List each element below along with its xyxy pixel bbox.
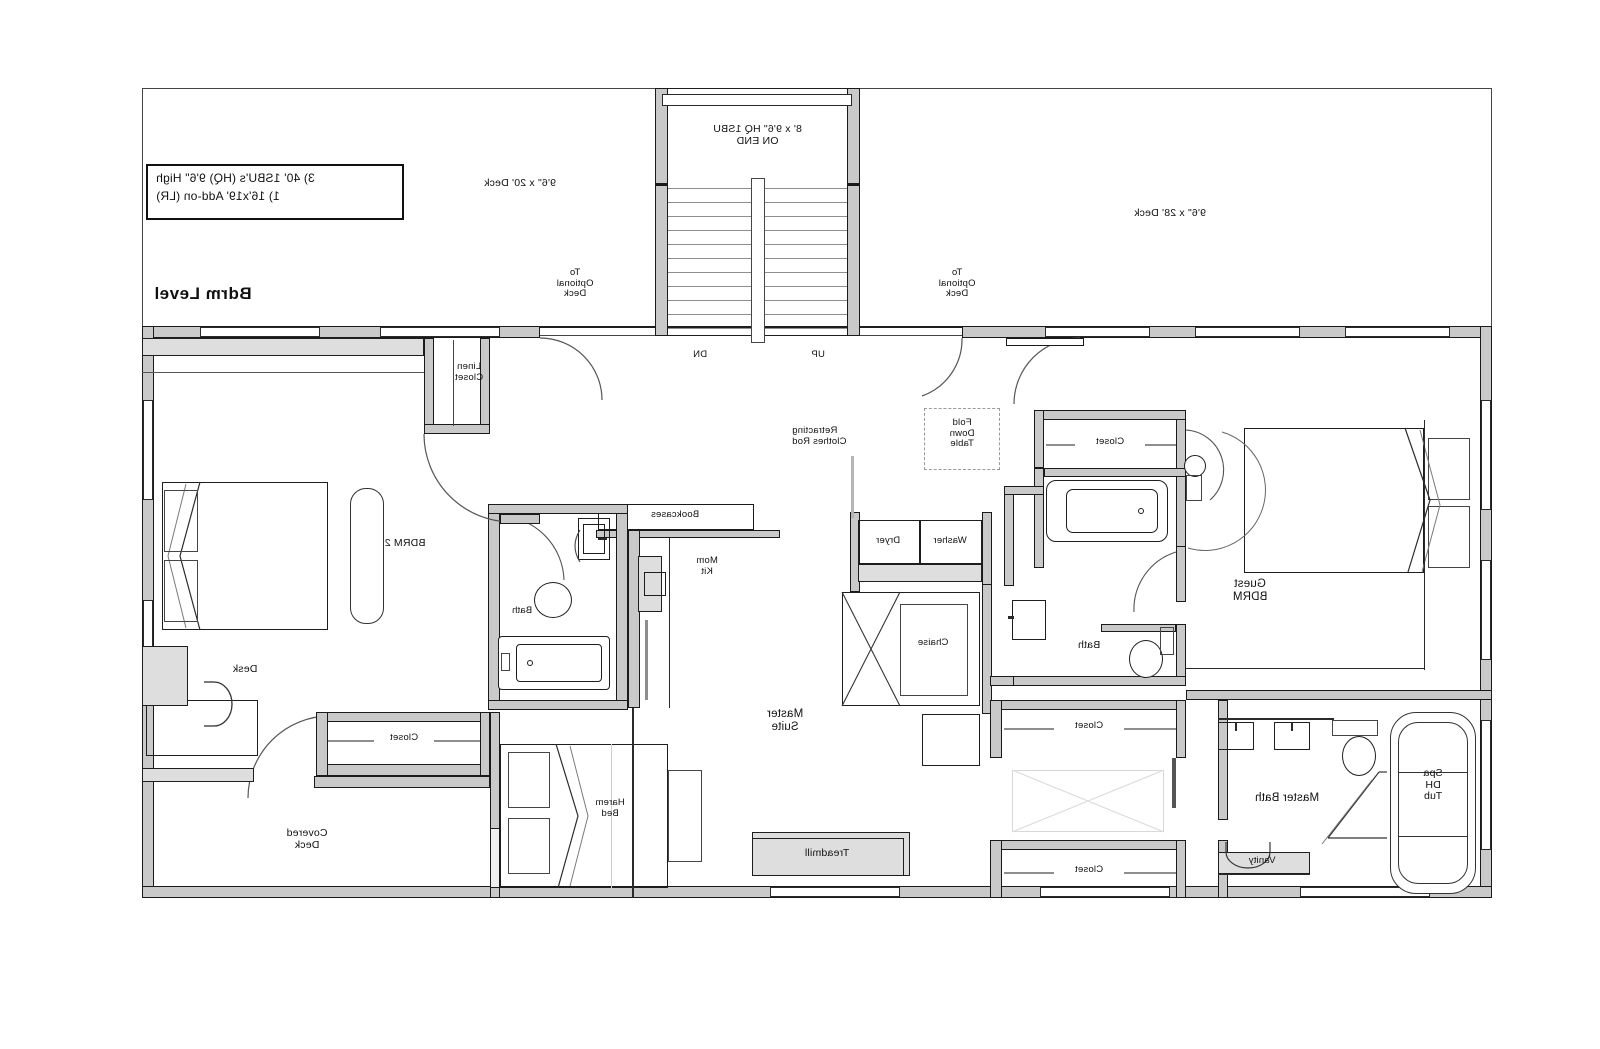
covered-deck-threshold [142, 768, 254, 782]
harem-bed-label: Harem Bed [595, 797, 625, 819]
harem-door-strip [490, 828, 500, 888]
covered-deck-label: Covered Deck [286, 827, 328, 851]
harem-nightstand [668, 770, 702, 862]
covered-deck-wall-left [314, 776, 490, 788]
harem-wall-left [632, 708, 634, 898]
